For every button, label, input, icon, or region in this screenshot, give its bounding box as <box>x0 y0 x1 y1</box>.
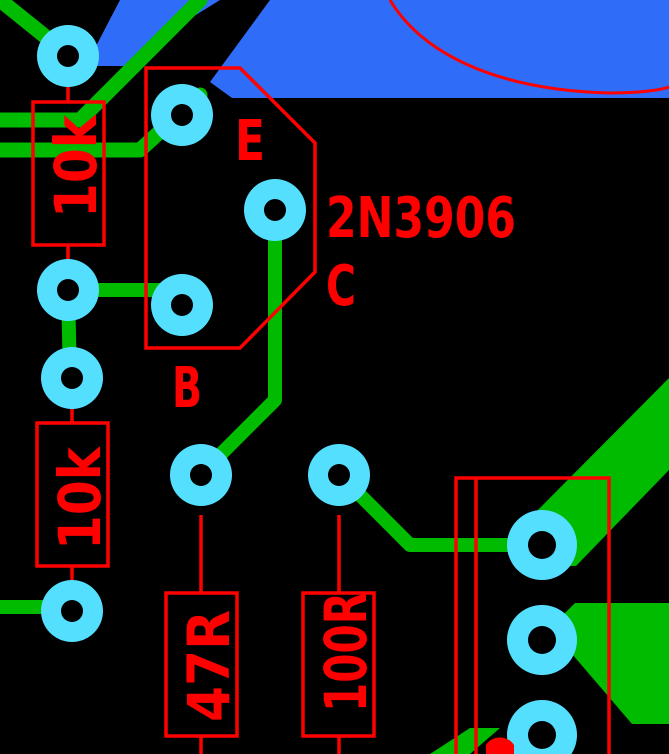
pad-collector[interactable] <box>244 179 306 241</box>
pads <box>37 25 577 754</box>
transistor-pin-c-label: C <box>326 254 356 319</box>
pad-emitter[interactable] <box>151 84 213 146</box>
transistor-pin-e-label: E <box>235 109 265 174</box>
header-pad-3[interactable] <box>507 700 577 754</box>
pad[interactable] <box>170 444 232 506</box>
pad[interactable] <box>308 444 370 506</box>
header-pad-2[interactable] <box>507 605 577 675</box>
resistor-bottom-mid-value: 100R <box>312 592 380 712</box>
pad[interactable] <box>37 25 99 87</box>
resistor-bottom-left-value: 47R <box>175 610 243 722</box>
transistor-part-label: 2N3906 <box>326 186 516 251</box>
pad[interactable] <box>41 580 103 642</box>
transistor-pin-b-label: B <box>172 356 202 421</box>
header-pad-1[interactable] <box>507 510 577 580</box>
resistor-mid-value: 10k <box>46 446 114 550</box>
silkscreen-partial-glyph <box>486 737 514 754</box>
header-outline <box>454 476 611 754</box>
pad-base[interactable] <box>151 274 213 336</box>
transistor-outline <box>144 66 317 350</box>
pad[interactable] <box>37 259 99 321</box>
silkscreen-arc <box>388 0 669 95</box>
resistor-top-value: 10k <box>42 114 110 218</box>
pad[interactable] <box>41 347 103 409</box>
